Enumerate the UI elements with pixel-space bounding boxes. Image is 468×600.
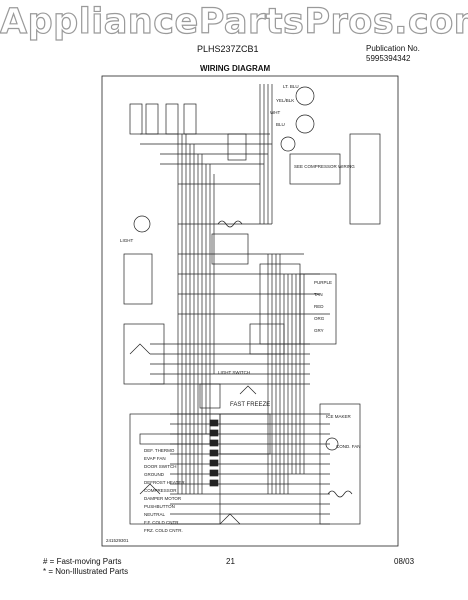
label-evap-fan: EVAP FAN: [144, 456, 166, 461]
publication-date: 08/03: [394, 557, 415, 566]
fan-motors: [133, 86, 339, 451]
label-light: LIGHT: [120, 238, 134, 243]
label-defrost-heater: DEFROST HEATER: [144, 480, 185, 485]
label-light-switch: LIGHT SWITCH: [218, 370, 250, 375]
relay-blocks: [123, 233, 337, 409]
label-neutral: NEUTRAL: [144, 512, 166, 517]
diagram-title: WIRING DIAGRAM: [200, 64, 271, 73]
label-wire-id: 241529301: [106, 538, 129, 543]
switches: [129, 343, 257, 525]
label-org: ORG: [314, 316, 325, 321]
label-damper-motor: DAMPER MOTOR: [144, 496, 182, 501]
top-left-sensors: [129, 103, 247, 161]
label-frz-cold-cntr: FRZ. COLD CNTR.: [144, 528, 183, 533]
publication-number: 5995394342: [366, 54, 411, 63]
label-yel-blk: YEL/BLK: [276, 98, 294, 103]
label-compressor-wiring: SEE COMPRESSOR WIRING: [294, 164, 355, 169]
label-red: RED: [314, 304, 324, 309]
label-tan: TAN: [314, 292, 323, 297]
label-def-thermo: DEF. THERMO: [144, 448, 175, 453]
terminal-connectors: [209, 419, 219, 487]
coil-symbols: [217, 220, 353, 498]
label-blu: BLU: [276, 122, 285, 127]
label-ground: GROUND: [144, 472, 165, 477]
control-board: [129, 403, 361, 525]
label-wht: WHT: [270, 110, 280, 115]
vertical-bus-right: [259, 84, 305, 494]
legend: # = Fast-moving Parts * = Non-Illustrate…: [43, 557, 128, 577]
legend-non-illustrated: * = Non-Illustrated Parts: [43, 567, 129, 576]
label-lt-blu: LT. BLU: [283, 84, 299, 89]
label-pushbutton: PUSHBUTTON: [144, 504, 175, 509]
label-fast-freeze: FAST FREEZE: [230, 402, 270, 408]
label-cond-fan: COND. FAN: [336, 444, 361, 449]
model-number: PLHS237ZCB1: [197, 44, 259, 54]
compressor-block: [289, 133, 381, 225]
label-ff-cold-cntr: F.F. COLD CNTR.: [144, 520, 180, 525]
page-number: 21: [226, 557, 235, 566]
legend-fast-moving: # = Fast-moving Parts: [43, 557, 122, 566]
label-gry: GRY: [314, 328, 324, 333]
label-purple: PURPLE: [314, 280, 332, 285]
wiring-diagram: LT. BLU YEL/BLK WHT BLU SEE COMPRESSOR W…: [101, 75, 399, 547]
publication-label: Publication No.: [366, 44, 420, 53]
label-ice-maker: ICE MAKER: [326, 414, 352, 419]
publication-info: Publication No. 5995394342: [366, 44, 420, 64]
label-door-switch: DOOR SWITCH: [144, 464, 177, 469]
label-compressor: COMPRESSOR: [144, 488, 177, 493]
watermark-logo: AppliancePartsPros.com: [0, 1, 468, 42]
